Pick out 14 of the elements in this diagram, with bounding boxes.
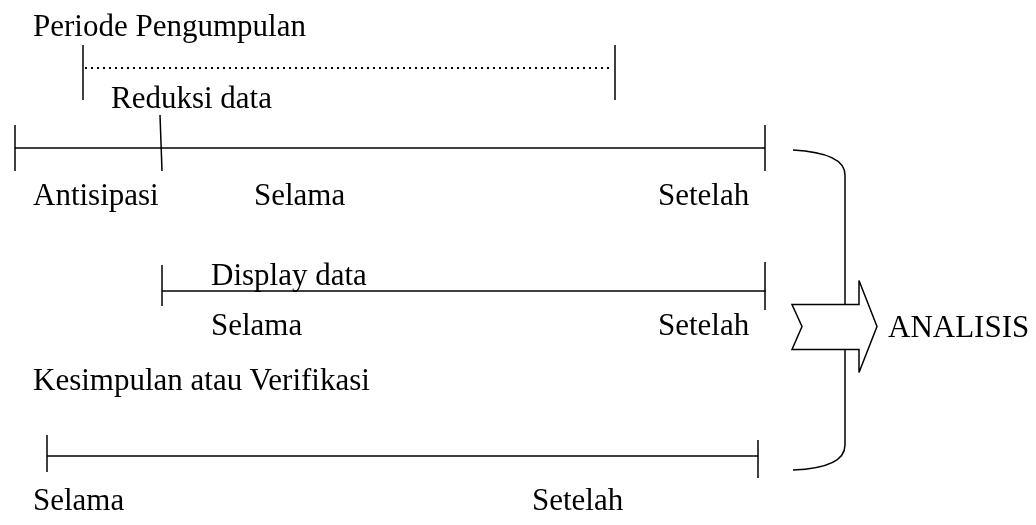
block-arrow bbox=[790, 279, 878, 374]
label: Selama bbox=[33, 484, 125, 515]
node-label: ANALISIS bbox=[888, 311, 1030, 342]
label: Periode Pengumpulan bbox=[33, 10, 306, 41]
label: Selama bbox=[254, 179, 346, 210]
label: Setelah bbox=[658, 179, 750, 210]
label: Antisipasi bbox=[33, 179, 159, 210]
label: Selama bbox=[211, 309, 303, 340]
label: Setelah bbox=[532, 484, 624, 515]
brace bbox=[792, 149, 847, 472]
label: Setelah bbox=[658, 309, 750, 340]
label: Reduksi data bbox=[111, 82, 272, 113]
label: Kesimpulan atau Verifikasi bbox=[33, 364, 370, 395]
label: Display data bbox=[211, 259, 367, 290]
